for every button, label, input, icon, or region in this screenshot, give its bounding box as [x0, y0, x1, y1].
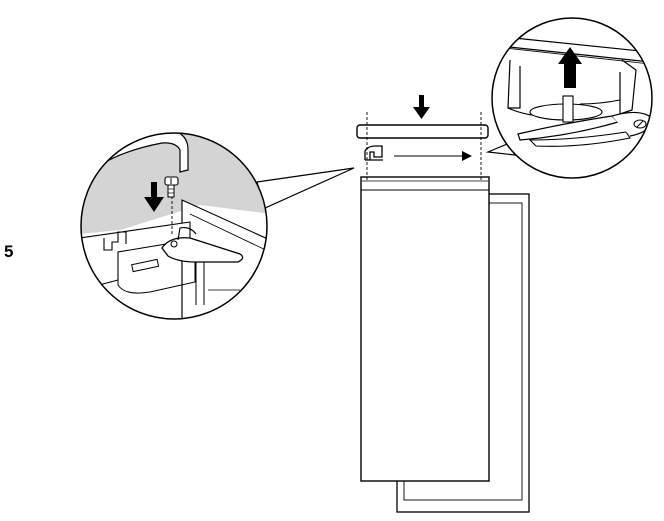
top-cap: [356, 124, 489, 139]
screw-detail-circle: [80, 132, 268, 320]
front-door-panel: [360, 176, 490, 482]
hinge-icon: [364, 145, 383, 161]
arrow-up-icon: [558, 47, 582, 88]
alignment-guides: [366, 112, 482, 181]
cutting-detail-circle: [491, 17, 653, 179]
arrow-right-icon: [394, 151, 472, 161]
arrow-down-icon: [413, 95, 430, 119]
screw-arrow-down-icon: [144, 182, 164, 212]
screw-icon: [164, 176, 179, 198]
scissors-icon: [517, 111, 652, 147]
step-number: 5: [4, 242, 14, 261]
left-zoom-connector: [256, 167, 355, 209]
